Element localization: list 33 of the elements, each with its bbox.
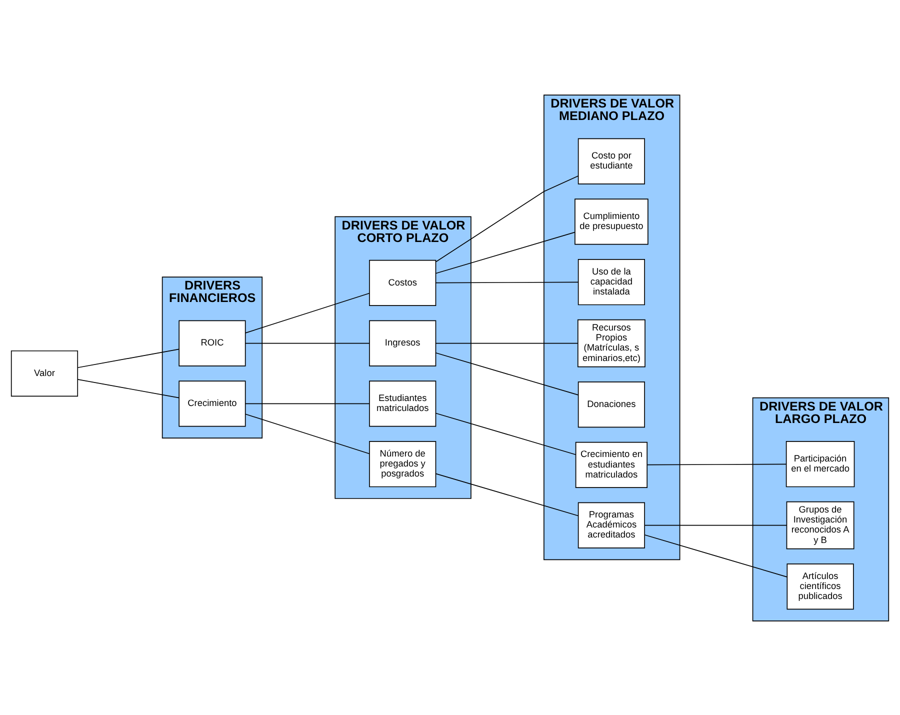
node-box: Participación en el mercado <box>786 440 855 487</box>
connector <box>77 348 180 368</box>
node-box: Recursos Propios (Matrículas, seminarios,etc) <box>577 318 646 367</box>
node-box: Valor <box>10 350 78 396</box>
connector <box>245 342 370 344</box>
connector <box>245 413 370 454</box>
connector <box>435 342 578 344</box>
node-box: Número de pregados y posgrados <box>369 440 436 487</box>
node-box: Programas Académicos acreditados <box>578 502 645 548</box>
connector <box>77 378 180 398</box>
connector <box>435 472 579 516</box>
connector <box>435 412 576 455</box>
node-box: Costo por estudiante <box>578 138 645 184</box>
node-box: Crecimiento <box>178 380 246 426</box>
node-box: Estudiantes matriculados <box>369 380 436 426</box>
node-box: Artículos científicos publicados <box>786 562 854 610</box>
node-box: Cumplimiento de presupuesto <box>574 198 648 244</box>
connector <box>644 534 788 577</box>
connector <box>646 463 787 465</box>
connector <box>644 524 788 526</box>
connector <box>435 281 579 283</box>
node-box: Costos <box>369 259 436 306</box>
node-box: Uso de la capacidad instalada <box>578 258 645 305</box>
connector <box>435 231 576 274</box>
node-box: Crecimiento en estudiantes matriculados <box>575 441 648 488</box>
node-box: Donaciones <box>578 380 645 428</box>
node-box: Ingresos <box>369 320 436 366</box>
connector <box>436 175 578 262</box>
node-box: Grupos de Investigación reconocidos A y B <box>786 500 854 549</box>
connector <box>435 352 579 395</box>
connector <box>245 292 370 333</box>
connector <box>245 402 370 404</box>
node-box: ROIC <box>178 320 246 366</box>
